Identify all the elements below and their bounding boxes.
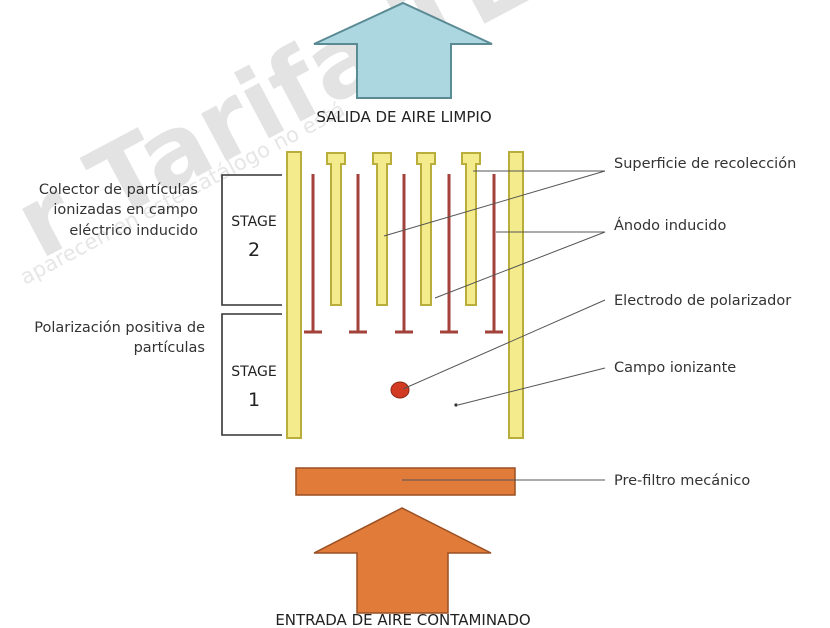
outer-plate-right bbox=[508, 151, 524, 439]
collection-plate bbox=[372, 152, 392, 306]
clean-air-outlet-caption: SALIDA DE AIRE LIMPIO bbox=[316, 108, 491, 126]
collection-plate bbox=[461, 152, 481, 306]
collection-surface-label: Superficie de recolección bbox=[614, 156, 796, 172]
collector-label-line-3: eléctrico inducido bbox=[69, 223, 198, 239]
collection-plates bbox=[326, 152, 481, 306]
collection-plate bbox=[416, 152, 436, 306]
contaminated-air-inlet-arrow bbox=[313, 507, 492, 614]
outer-plate-left bbox=[286, 151, 302, 439]
leader-induced-anode-b bbox=[434, 231, 606, 299]
prefilter-label: Pre-filtro mecánico bbox=[614, 473, 750, 489]
anode-bar bbox=[349, 174, 367, 334]
induced-anode-label: Ánodo inducido bbox=[614, 217, 726, 234]
clean-air-outlet-arrow bbox=[313, 1, 493, 99]
ionizing-field-label: Campo ionizante bbox=[614, 360, 736, 376]
stage-1-title: STAGE bbox=[231, 364, 276, 380]
stage-brackets bbox=[221, 174, 282, 436]
anode-bar bbox=[485, 174, 503, 334]
polarizer-electrode bbox=[390, 381, 410, 399]
mechanical-prefilter bbox=[295, 467, 516, 496]
anode-bar bbox=[440, 174, 458, 334]
stage-2-title: STAGE bbox=[231, 214, 276, 230]
anode-bar bbox=[304, 174, 322, 334]
stage-1-number: 1 bbox=[248, 389, 260, 411]
leader-ionizing-field bbox=[457, 367, 606, 406]
leader-polarizer-electrode bbox=[402, 299, 606, 390]
collection-plate bbox=[326, 152, 346, 306]
stage-1-bracket bbox=[221, 313, 282, 436]
leader-lines bbox=[383, 170, 606, 481]
polarization-label-line-2: partículas bbox=[134, 340, 205, 356]
induced-anodes bbox=[304, 174, 503, 334]
collector-label-line-1: Colector de partículas bbox=[39, 182, 198, 198]
polarizer-electrode-label: Electrodo de polarizador bbox=[614, 293, 791, 309]
leader-collection-surface-b bbox=[383, 170, 606, 237]
stage-2-number: 2 bbox=[248, 239, 260, 261]
polarization-label-line-1: Polarización positiva de bbox=[34, 320, 205, 336]
ionizing-field-point bbox=[454, 403, 458, 407]
collector-label-line-2: ionizadas en campo bbox=[53, 202, 198, 218]
contaminated-air-inlet-caption: ENTRADA DE AIRE CONTAMINADO bbox=[275, 611, 530, 628]
stage-2-bracket bbox=[221, 174, 282, 306]
anode-bar bbox=[395, 174, 413, 334]
